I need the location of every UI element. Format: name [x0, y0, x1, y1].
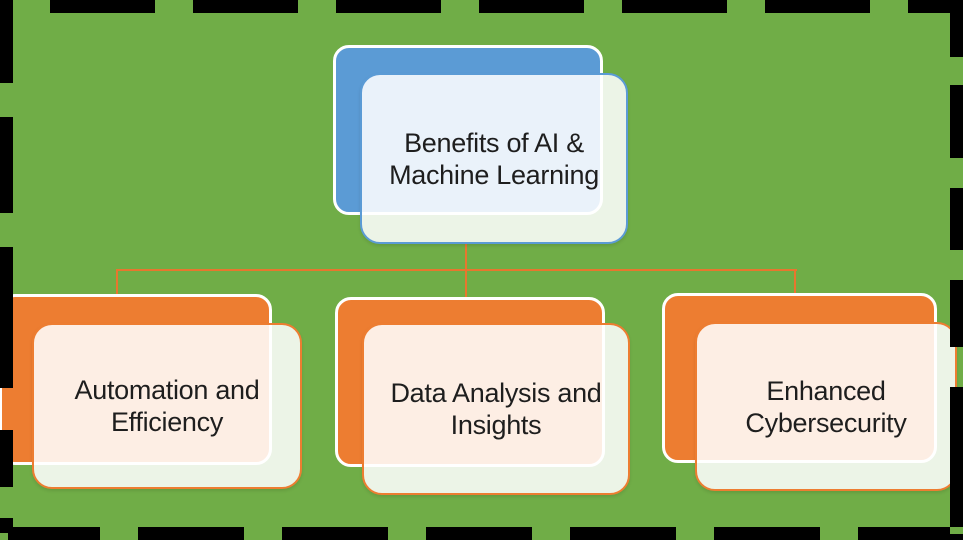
- connector-horizontal-bar: [116, 269, 797, 271]
- child-node-1-front-shape[interactable]: Automation and Efficiency: [32, 323, 302, 489]
- child-node-1-label: Automation and Efficiency: [74, 375, 260, 437]
- connector-root-stem: [465, 243, 467, 271]
- border-gap-notch: [0, 533, 8, 540]
- child-node-3-front-shape[interactable]: Enhanced Cybersecurity: [695, 322, 957, 491]
- dashed-border-bottom: [0, 527, 950, 540]
- connector-drop-middle: [465, 270, 467, 298]
- connector-drop-left: [116, 270, 118, 295]
- child-node-3-label: Enhanced Cybersecurity: [745, 375, 907, 438]
- child-node-2-front-shape[interactable]: Data Analysis and Insights: [362, 323, 630, 495]
- child-node-2-label: Data Analysis and Insights: [390, 378, 602, 440]
- root-node-label: Benefits of AI & Machine Learning: [389, 127, 599, 190]
- connector-drop-right: [794, 270, 796, 294]
- root-node-front-shape[interactable]: Benefits of AI & Machine Learning: [360, 73, 628, 244]
- dashed-border-top: [0, 0, 963, 13]
